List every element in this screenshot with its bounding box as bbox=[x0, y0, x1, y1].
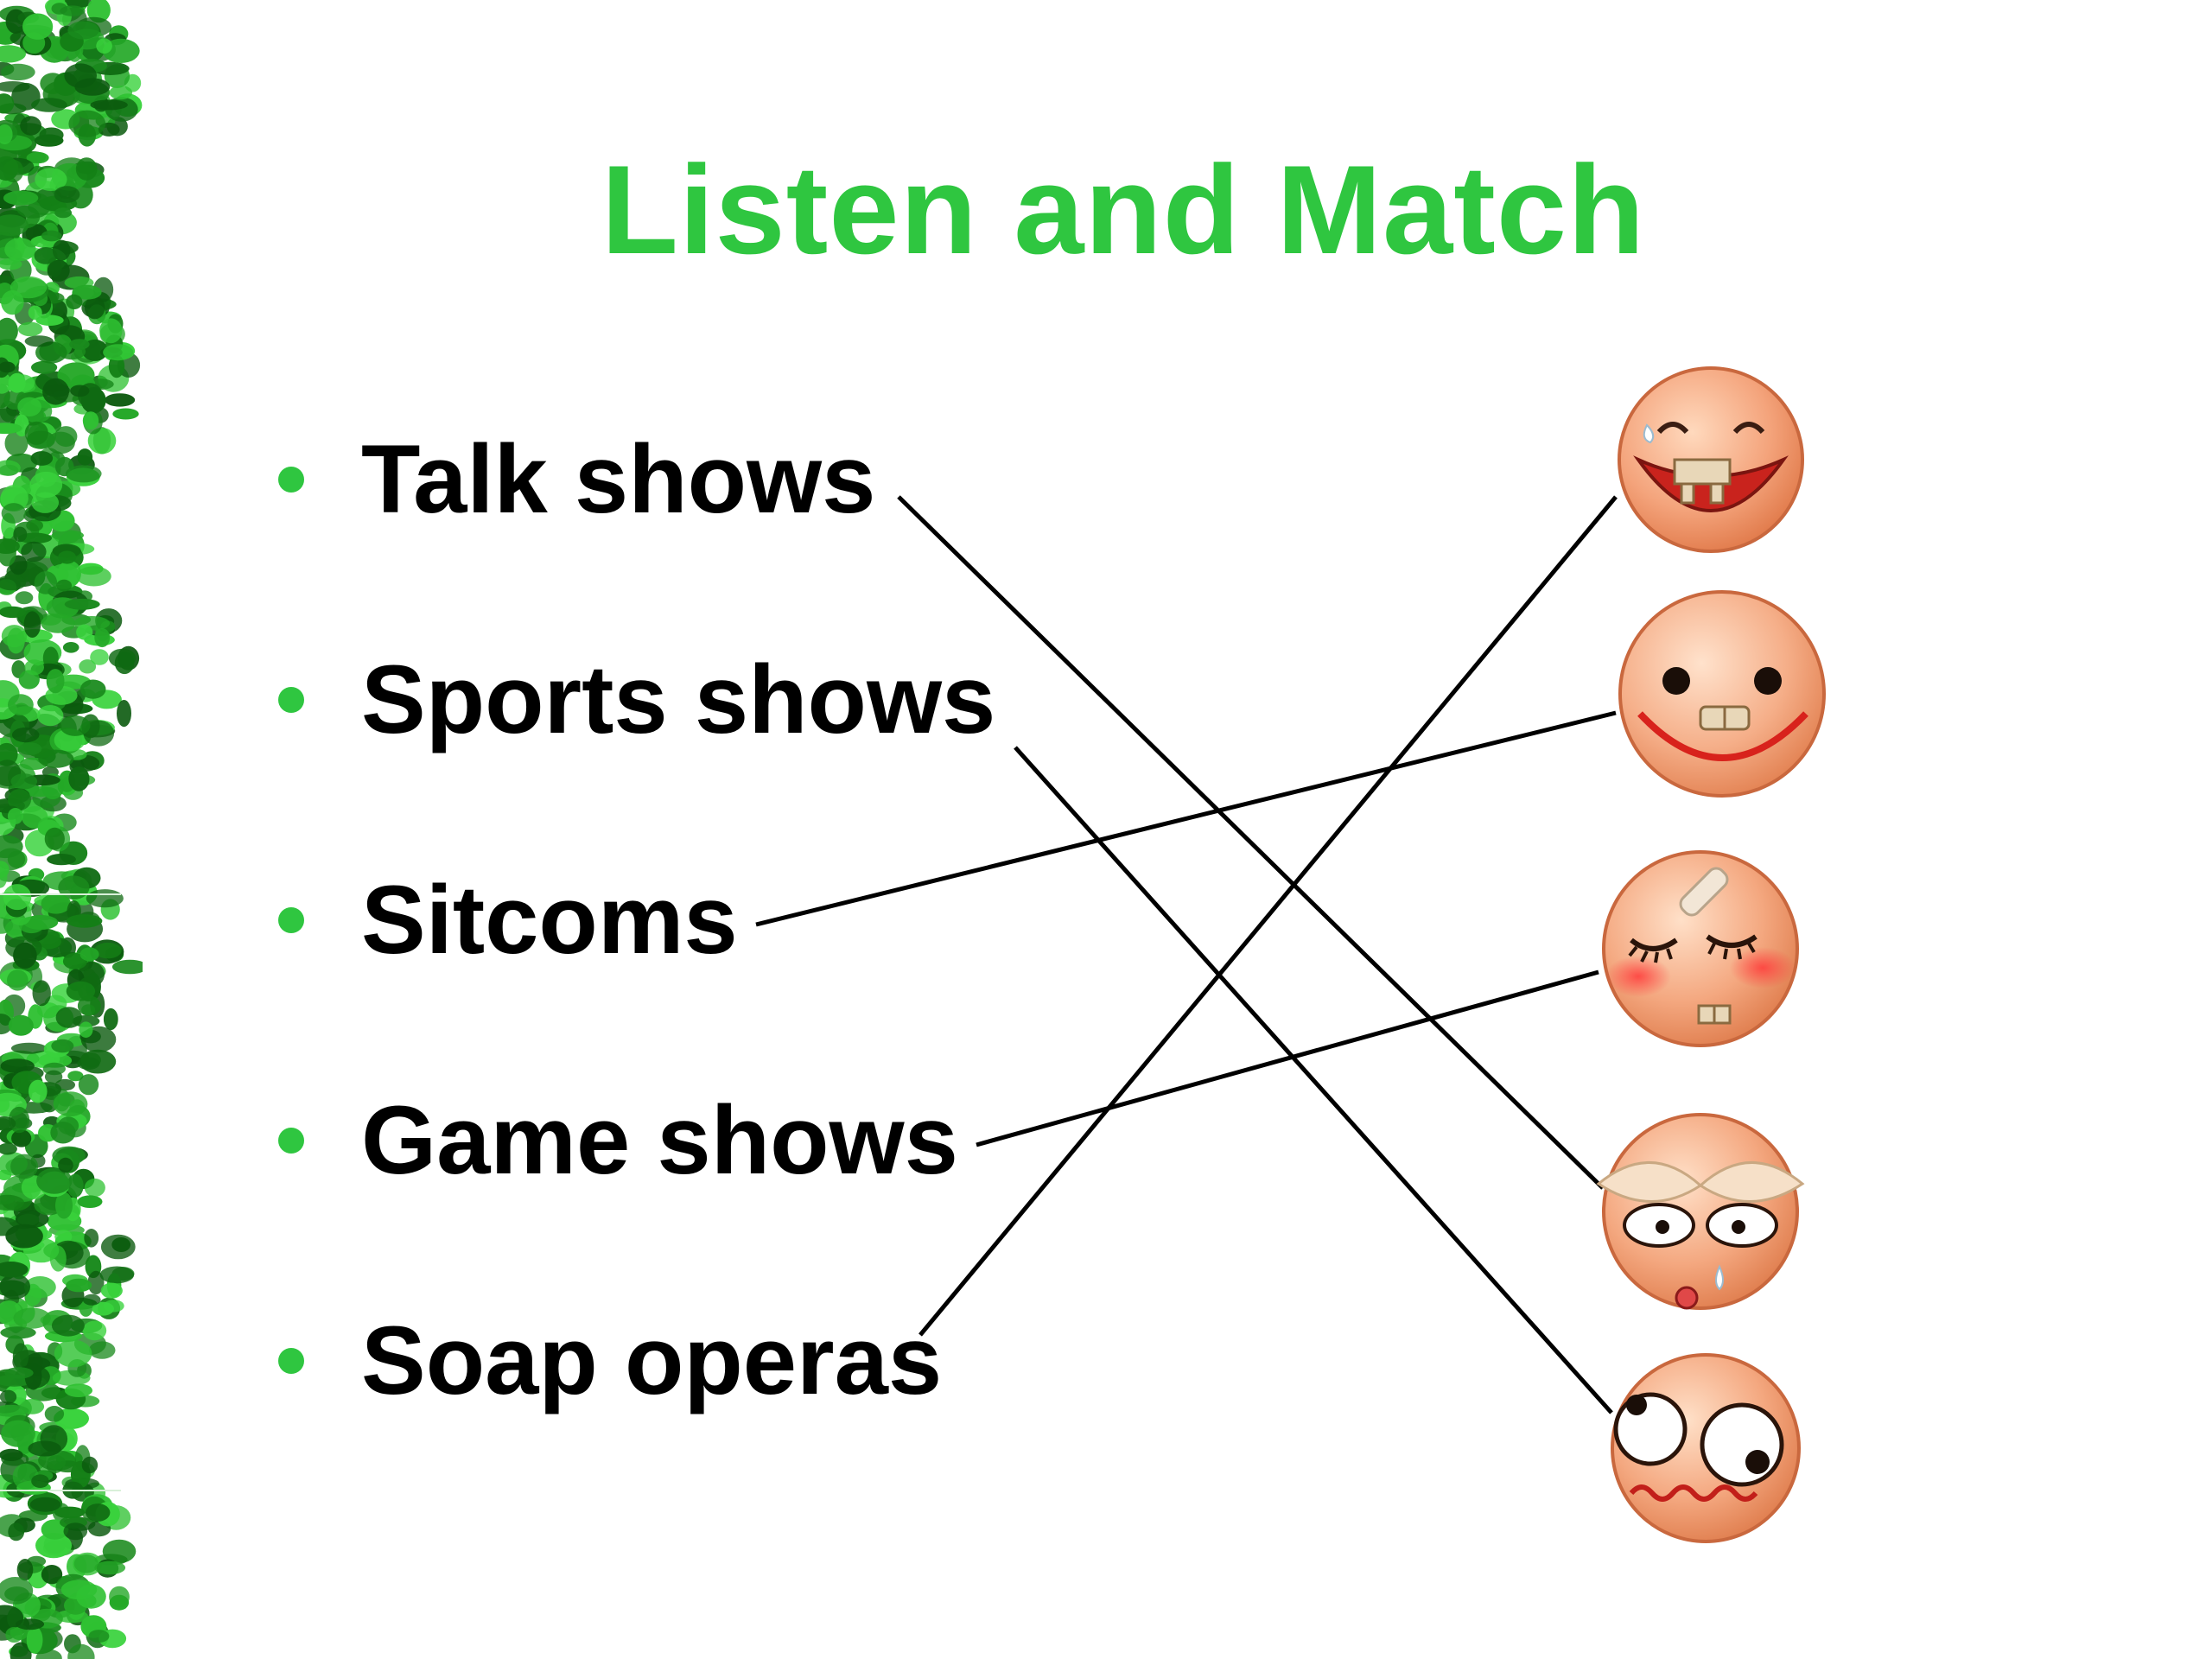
list-item[interactable]: Talk shows bbox=[278, 423, 875, 536]
bullet-icon bbox=[278, 907, 304, 933]
item-label: Game shows bbox=[361, 1086, 958, 1194]
match-line-game-shows bbox=[976, 969, 1599, 1147]
sad-tired-face-icon[interactable] bbox=[1590, 1106, 1806, 1322]
leaf-border-decoration bbox=[0, 0, 143, 1659]
match-line-sitcoms bbox=[755, 710, 1617, 927]
bullet-icon bbox=[278, 687, 304, 713]
item-label: Talk shows bbox=[361, 425, 876, 533]
list-item[interactable]: Sitcoms bbox=[278, 864, 738, 976]
match-line-talk-shows bbox=[897, 495, 1605, 1190]
bullet-icon bbox=[278, 1348, 304, 1374]
confused-face-icon[interactable] bbox=[1605, 1348, 1808, 1551]
page-title: Listen and Match bbox=[601, 139, 1646, 280]
list-item[interactable]: Soap operas bbox=[278, 1305, 942, 1417]
list-item[interactable]: Game shows bbox=[278, 1084, 958, 1197]
item-label: Sitcoms bbox=[361, 866, 738, 974]
smiling-face-icon[interactable] bbox=[1614, 586, 1830, 802]
laughing-face-icon[interactable] bbox=[1614, 363, 1808, 557]
list-item[interactable]: Sports shows bbox=[278, 644, 995, 756]
bullet-icon bbox=[278, 467, 304, 493]
match-line-soap-operas bbox=[918, 495, 1618, 1337]
shy-blushing-face-icon[interactable] bbox=[1597, 847, 1804, 1054]
match-line-sports-shows bbox=[1014, 746, 1613, 1414]
item-label: Sports shows bbox=[361, 645, 996, 753]
bullet-icon bbox=[278, 1128, 304, 1154]
item-label: Soap operas bbox=[361, 1306, 943, 1414]
